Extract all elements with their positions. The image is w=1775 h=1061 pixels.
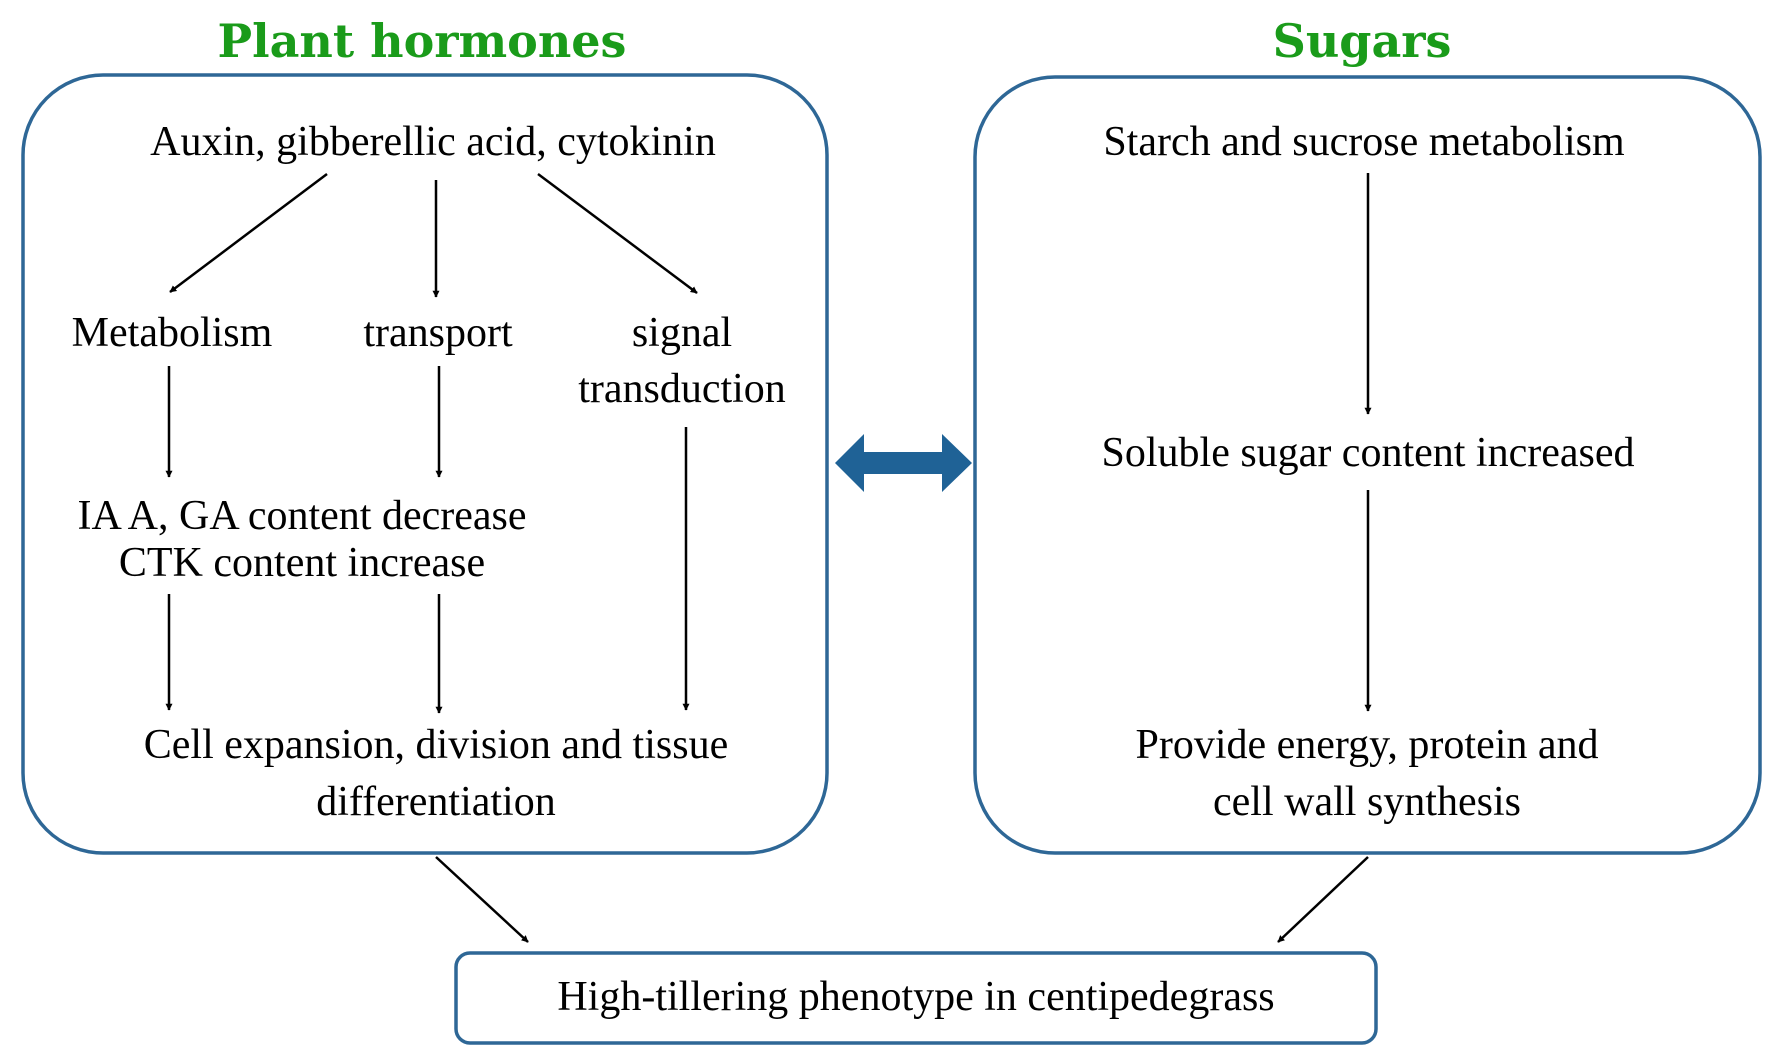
sugars-outcome-line1: Provide energy, protein and (1135, 722, 1598, 768)
content-label-line1: IA A, GA content decrease (77, 493, 526, 539)
plant-hormones-box (21, 73, 829, 855)
arrow-sugars-to-result (1277, 856, 1369, 943)
metabolism-label: Metabolism (72, 310, 273, 356)
sugars-title: Sugars (1273, 14, 1452, 68)
double-arrow-icon (835, 434, 972, 492)
result-box (454, 951, 1378, 1045)
sugars-middle-label: Soluble sugar content increased (1102, 430, 1635, 476)
arrow-top-to-signal (537, 172, 698, 295)
result-label: High-tillering phenotype in centipedegra… (557, 974, 1274, 1020)
sugars-box (973, 75, 1762, 855)
signal-label-line2: transduction (578, 366, 786, 412)
plant-hormones-title: Plant hormones (218, 14, 627, 68)
arrow-top-to-metabolism (169, 173, 328, 293)
sugars-outcome-line2: cell wall synthesis (1213, 779, 1521, 825)
arrow-hormones-to-result (435, 856, 529, 943)
content-label-line2: CTK content increase (119, 540, 485, 586)
hormones-outcome-line1: Cell expansion, division and tissue (144, 722, 728, 768)
sugars-top-label: Starch and sucrose metabolism (1103, 119, 1625, 165)
hormones-top-label: Auxin, gibberellic acid, cytokinin (150, 119, 716, 165)
transport-label: transport (363, 310, 513, 356)
signal-label-line1: signal (632, 310, 732, 356)
hormones-outcome-line2: differentiation (316, 779, 555, 825)
